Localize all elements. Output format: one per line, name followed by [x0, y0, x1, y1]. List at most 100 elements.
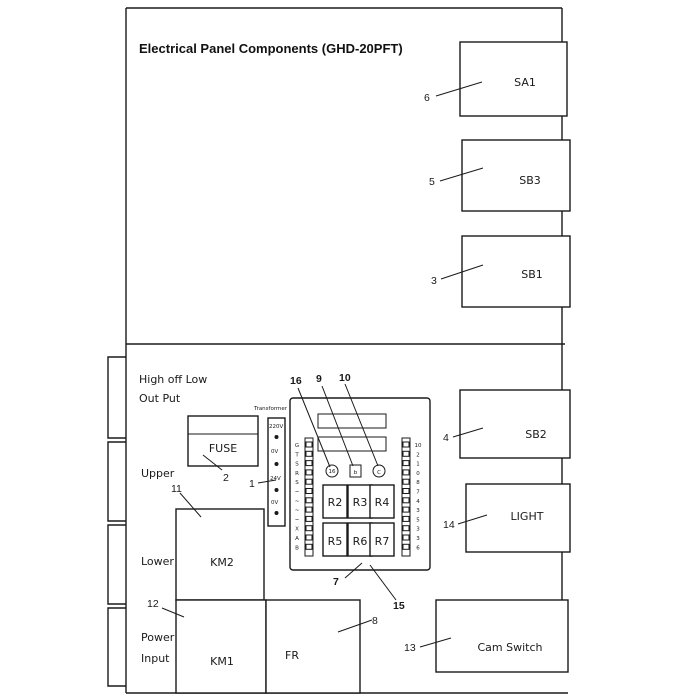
callout-12: 12 — [147, 598, 159, 610]
right-pin — [402, 488, 410, 494]
left-pin — [305, 497, 313, 504]
relay-r3-label: R3 — [353, 496, 368, 509]
left-pin — [305, 515, 313, 522]
left-pin-label: G — [295, 443, 299, 449]
sa1-label: SA1 — [514, 76, 536, 89]
light-box: LIGHT — [465, 483, 571, 553]
callout-9: 9 — [316, 373, 322, 385]
callout-16: 16 — [290, 375, 302, 387]
fr-block: FR — [265, 599, 361, 694]
right-terminal-strip — [401, 437, 411, 557]
callout-11: 11 — [171, 483, 182, 495]
callout-14: 14 — [443, 519, 455, 531]
power-label: Power — [141, 631, 175, 644]
right-pin — [402, 497, 410, 504]
right-pin-label: 7 — [416, 490, 420, 496]
callout-13: 13 — [404, 642, 416, 654]
transformer-0v-b: 0V — [271, 500, 278, 506]
right-pin — [402, 506, 410, 513]
relay-r5 — [322, 522, 348, 557]
fr-label: FR — [285, 649, 299, 662]
left-pin-label: ~ — [295, 490, 300, 496]
connector-16-label: 16 — [329, 469, 336, 475]
left-pin-label: ~ — [295, 517, 300, 523]
right-pin-label: 6 — [416, 545, 420, 551]
transformer-0v-a: 0V — [271, 449, 278, 455]
relay-r7-label: R7 — [375, 535, 390, 548]
fuse-label: FUSE — [209, 442, 237, 455]
left-tabs — [107, 356, 126, 687]
relay-r2-label: R2 — [328, 496, 343, 509]
right-pin — [402, 515, 410, 522]
left-pin-label: R — [295, 471, 299, 477]
right-pin — [402, 478, 410, 485]
left-pin — [305, 460, 313, 467]
left-pin-label: S — [295, 480, 299, 486]
km2-block: KM2 — [175, 508, 265, 601]
right-pin — [402, 525, 410, 532]
relay-r6-label: R6 — [353, 535, 368, 548]
left-pin-label: ~ — [295, 499, 300, 505]
right-pin-label: 1 — [416, 462, 420, 468]
left-pin — [305, 450, 313, 457]
callout-1: 1 — [249, 478, 255, 490]
km2-label: KM2 — [210, 556, 234, 569]
left-pin-label: ~ — [295, 508, 300, 514]
panel-frame — [125, 7, 568, 694]
input-label: Input — [141, 652, 170, 665]
right-pin-label: 8 — [416, 480, 420, 486]
right-pin-label: 5 — [416, 517, 420, 523]
km1-block: KM1 — [175, 599, 267, 694]
transformer: Transformer 220V 0V 24V 0V — [253, 406, 288, 527]
callout-6: 6 — [424, 92, 430, 104]
callout-2: 2 — [223, 472, 229, 484]
sb1-label: SB1 — [521, 268, 543, 281]
transformer-24v: 24V — [270, 476, 281, 482]
callout-3: 3 — [431, 275, 437, 287]
right-pin-label: 10 — [415, 443, 422, 449]
sb3-label: SB3 — [519, 174, 541, 187]
callout-5: 5 — [429, 176, 435, 188]
left-pin — [305, 478, 313, 485]
relay-r6 — [347, 522, 373, 557]
callout-4: 4 — [443, 432, 449, 444]
right-pin — [402, 543, 410, 550]
connector-9: b — [349, 464, 362, 478]
relay-r4 — [369, 484, 395, 519]
cam-switch-box: Cam Switch — [435, 599, 569, 673]
callout-15: 15 — [393, 600, 405, 612]
connector-10: C — [372, 464, 386, 478]
connector-9-label: b — [354, 470, 358, 476]
left-pin — [305, 488, 313, 494]
right-pin — [402, 460, 410, 467]
relay-r7 — [369, 522, 395, 557]
sb2-label: SB2 — [525, 428, 547, 441]
upper-label: Upper — [141, 467, 175, 480]
relay-r5-label: R5 — [328, 535, 343, 548]
diagram-title: Electrical Panel Components (GHD-20PFT) — [139, 41, 403, 56]
left-pin — [305, 469, 313, 476]
left-pin-label: X — [295, 527, 299, 533]
sb2-box: SB2 — [459, 389, 571, 459]
callout-numbers: 6 5 3 4 14 13 2 1 11 12 8 16 9 10 7 15 — [147, 92, 455, 654]
left-pin — [305, 543, 313, 550]
right-pin — [402, 469, 410, 476]
right-pin-label: 2 — [416, 452, 420, 458]
fuse-block: FUSE — [187, 415, 259, 467]
right-pin — [402, 441, 410, 448]
callout-10: 10 — [339, 372, 351, 384]
right-pin-label: 3 — [416, 508, 420, 514]
left-pin-label: B — [295, 545, 299, 551]
right-pin-label: 3 — [416, 536, 420, 542]
right-pin-label: 4 — [416, 499, 420, 505]
connector-16: 16 — [325, 464, 339, 478]
cam-switch-label: Cam Switch — [477, 641, 542, 654]
left-pin — [305, 525, 313, 532]
sb1-box: SB1 — [461, 235, 571, 308]
output-label: Out Put — [139, 392, 181, 405]
callout-7: 7 — [333, 576, 339, 588]
transformer-220v: 220V — [269, 424, 283, 430]
relay-r4-label: R4 — [375, 496, 390, 509]
